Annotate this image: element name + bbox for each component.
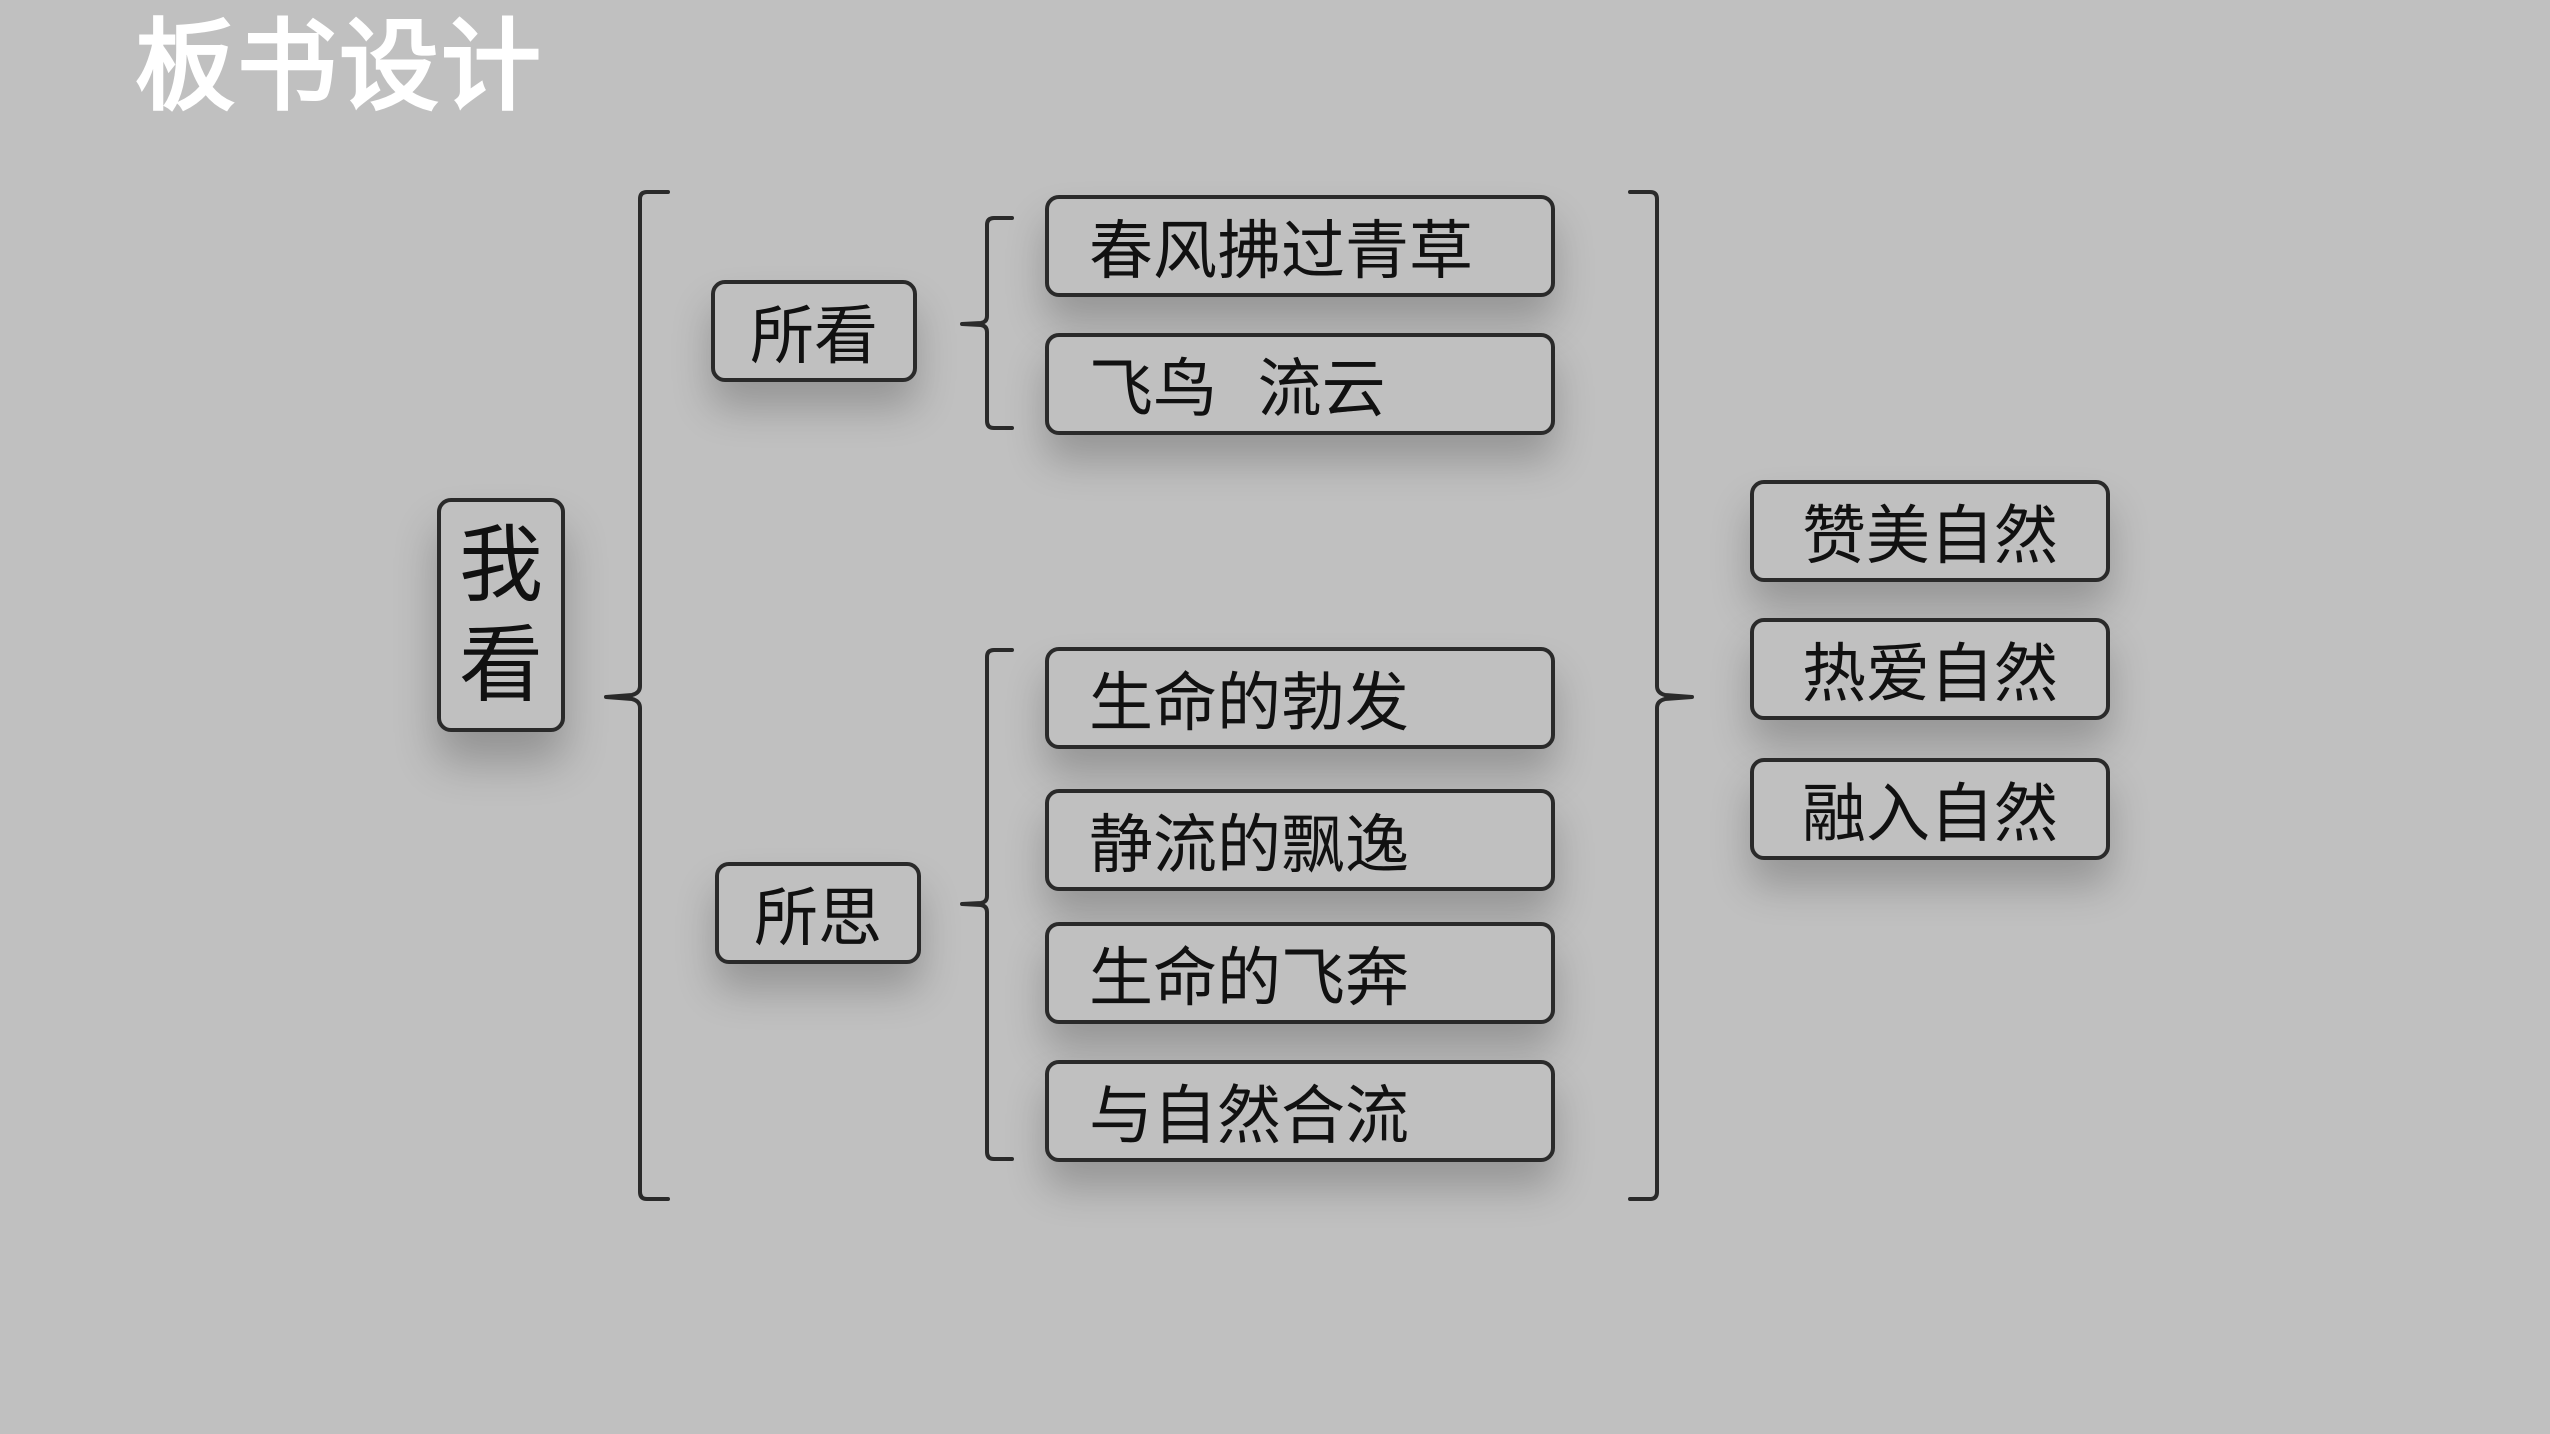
root-char-1: 我 [458,516,543,614]
thought-item: 生命的勃发 [1045,647,1555,749]
root-char-2: 看 [458,616,543,714]
slide-title: 板书设计 [135,8,543,125]
conclusion-item: 融入自然 [1750,758,2110,860]
branch-seen-label: 所看 [711,280,917,382]
main-right-brace [1628,190,1694,1201]
seen-item: 飞鸟 流云 [1045,333,1555,435]
thought-brace [960,648,1014,1161]
seen-brace [960,216,1014,430]
main-left-brace [604,190,670,1201]
conclusion-item: 热爱自然 [1750,618,2110,720]
thought-item: 与自然合流 [1045,1060,1555,1162]
root-node: 我 看 [437,498,565,732]
conclusion-item: 赞美自然 [1750,480,2110,582]
branch-thought-label: 所思 [715,862,921,964]
seen-item: 春风拂过青草 [1045,195,1555,297]
thought-item: 静流的飘逸 [1045,789,1555,891]
thought-item: 生命的飞奔 [1045,922,1555,1024]
